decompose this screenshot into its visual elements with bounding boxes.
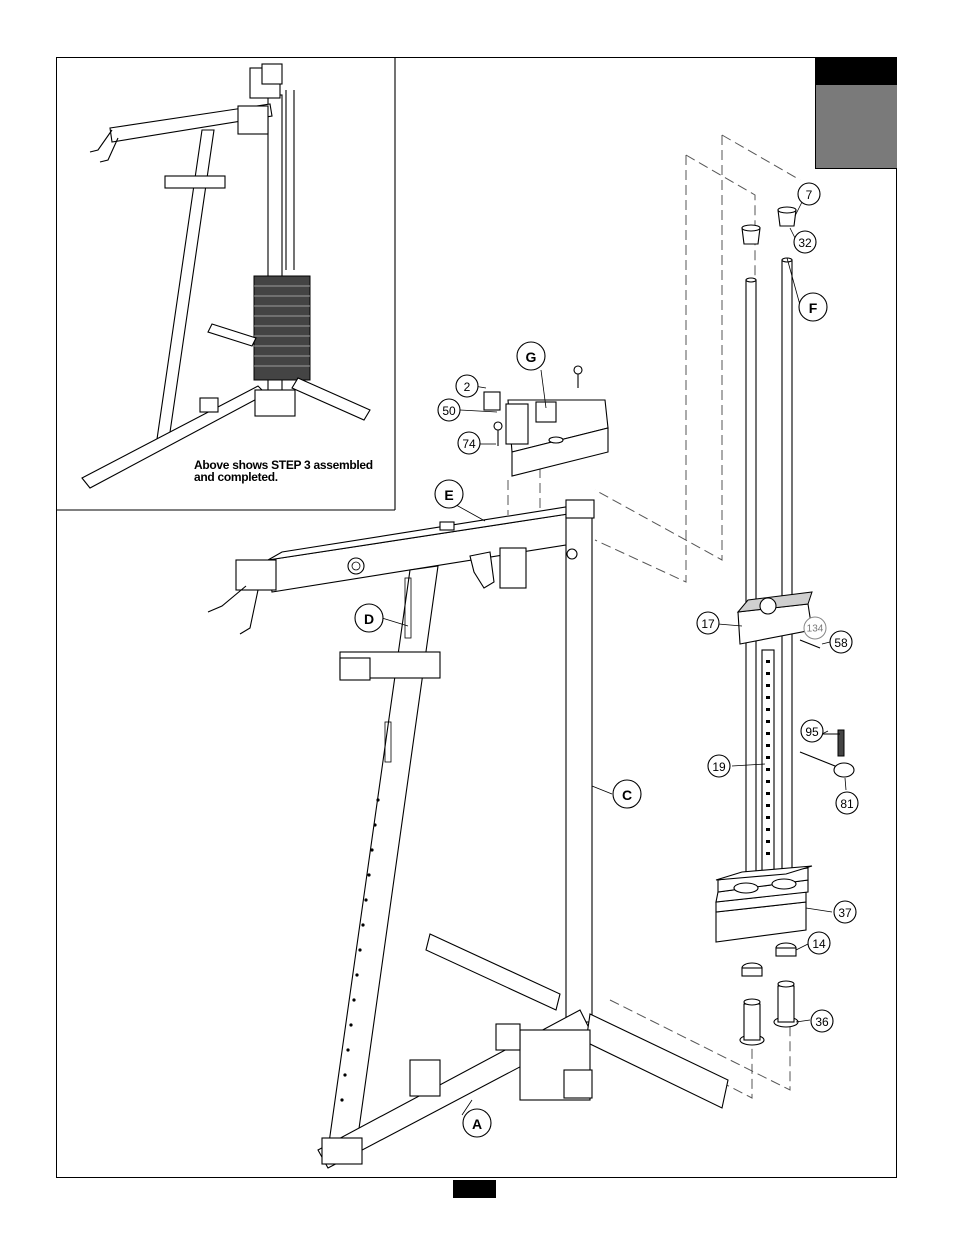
- callout-134: 134: [804, 617, 826, 639]
- callout-e: E: [435, 480, 463, 508]
- callout-g-label: G: [526, 349, 537, 365]
- callout-17-label: 17: [701, 617, 715, 631]
- callout-81: 81: [836, 792, 858, 814]
- part-37-weight-plates: [716, 866, 812, 942]
- part-36-spools: [740, 981, 798, 1045]
- callout-19: 19: [708, 755, 730, 777]
- inset-assembled-drawing: [82, 64, 370, 488]
- callout-2: 2: [456, 375, 478, 397]
- callout-58-label: 58: [834, 636, 848, 650]
- callout-c: C: [613, 780, 641, 808]
- callout-f-label: F: [809, 300, 818, 316]
- inset-caption: Above shows STEP 3 assembled and complet…: [194, 459, 390, 483]
- callout-134-label: 134: [807, 624, 824, 635]
- callout-7-label: 7: [806, 188, 813, 202]
- callout-36-label: 36: [815, 1015, 829, 1029]
- callout-17: 17: [697, 612, 719, 634]
- callout-74: 74: [458, 432, 480, 454]
- callout-37-label: 37: [838, 906, 852, 920]
- callout-c-label: C: [622, 787, 632, 803]
- part-19-selector-rod: [762, 650, 774, 872]
- callout-2-label: 2: [464, 380, 471, 394]
- callout-14-label: 14: [812, 937, 826, 951]
- callout-95-label: 95: [805, 725, 819, 739]
- callout-leaders: [382, 198, 846, 1115]
- callout-f: F: [799, 293, 827, 321]
- part-e-top-arm: [208, 506, 572, 634]
- callout-19-label: 19: [712, 760, 726, 774]
- callout-95: 95: [801, 720, 823, 742]
- callout-14: 14: [808, 932, 830, 954]
- callout-a: A: [463, 1109, 491, 1137]
- callout-a-label: A: [472, 1116, 482, 1132]
- callout-74-label: 74: [462, 437, 476, 451]
- callout-50: 50: [438, 399, 460, 421]
- callout-7: 7: [798, 183, 820, 205]
- part-g-top-bracket: [484, 366, 608, 476]
- callout-50-label: 50: [442, 404, 456, 418]
- callout-58: 58: [830, 631, 852, 653]
- callout-d-label: D: [364, 611, 374, 627]
- callout-32-label: 32: [798, 236, 812, 250]
- callout-81-label: 81: [840, 797, 854, 811]
- part-c-upright: [566, 500, 594, 1022]
- callout-d: D: [355, 604, 383, 632]
- callout-36: 36: [811, 1010, 833, 1032]
- callout-32: 32: [794, 231, 816, 253]
- callout-37: 37: [834, 901, 856, 923]
- part-14-bushings: [742, 943, 796, 976]
- callout-e-label: E: [444, 487, 453, 503]
- callout-g: G: [517, 342, 545, 370]
